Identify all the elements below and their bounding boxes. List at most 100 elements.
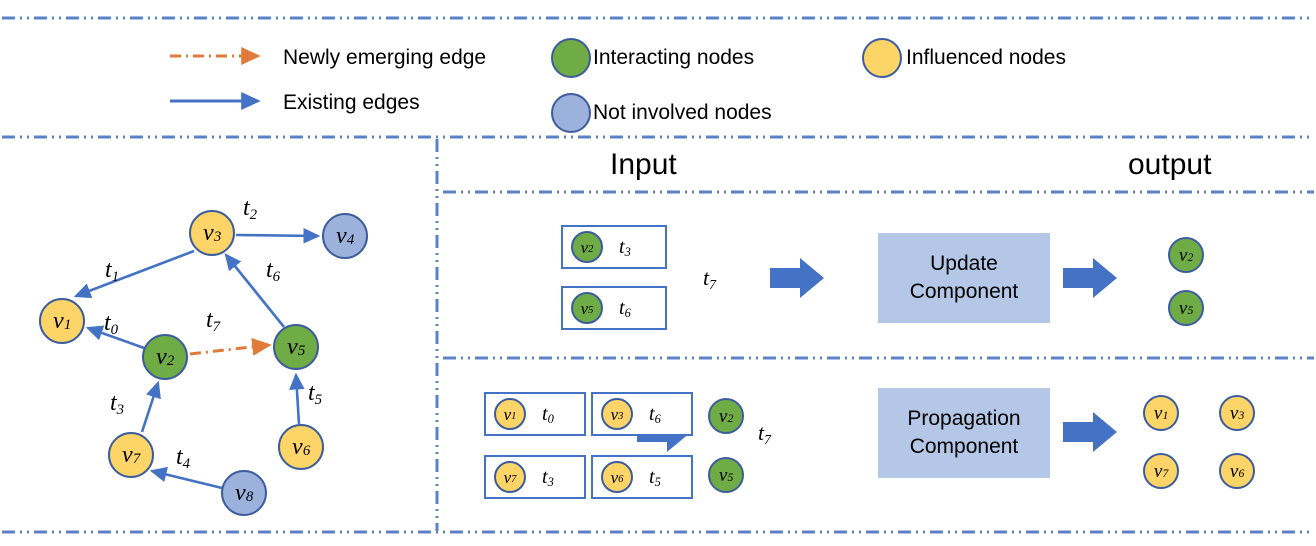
propagation-output-node-v7-base: v [1153,460,1163,482]
edge-label-t1-base: t [105,257,112,283]
edge-label-t3-base: t [110,390,117,416]
graph-node-v8-label: v [234,480,246,506]
propagation-component-box[interactable]: Propagation Component [878,388,1050,478]
update-output-node-v2-base: v [1178,244,1188,266]
update-component-box[interactable]: Update Component [878,233,1050,323]
panel-title-input: Input [610,148,677,181]
propagation-input-event-v3-node-sub: 3 [618,410,624,422]
update-current-time-sub: 7 [709,277,716,293]
update-component-line1: Update [930,251,998,275]
graph-node-v8-sub: 8 [245,488,254,505]
graph-node-v5-label: v [286,334,298,360]
graph-node-v3-sub: 3 [213,228,222,245]
propagation-input-event-v6-time: t5 [649,466,661,489]
propagation-input-event-v7-node-sub: 7 [511,473,517,485]
propagation-input-event-v1-node-base: v [503,404,512,424]
propagation-current-time-sub: 7 [764,432,771,448]
edge-label-t2: t2 [243,196,257,223]
update-input-event-v5-node-sub: 5 [588,304,594,316]
graph-node-v6-sub: 6 [302,442,311,459]
edge-v3-v1 [73,249,195,299]
update-input-event-v5-time-sub: 6 [624,306,631,321]
update-component-line2: Component [909,280,1019,303]
edge-v8-v7 [149,466,223,490]
graph-node-v3-label: v [202,220,214,246]
propagation-input-event-v1-time: t0 [542,403,554,426]
edge-label-t6: t6 [266,257,280,285]
edge-label-t7-sub: 7 [212,319,221,336]
propagation-output-node-v1-base: v [1153,402,1163,424]
edge-label-t4: t4 [176,444,190,472]
legend-label-influenced-nodes: Influenced nodes [906,46,1066,69]
propagation-component-line1: Propagation [907,406,1021,430]
edge-label-t0: t0 [104,310,118,338]
edge-label-t0-base: t [104,310,111,336]
propagation-input-event-v7-node-base: v [503,467,512,487]
legend-swatch-not-involved-nodes [551,93,591,133]
edge-v6-v5 [289,372,305,425]
propagation-context-node-v2-sub: 2 [727,412,734,426]
edge-label-t5-base: t [308,380,315,406]
propagation-input-event-v1-time-base: t [542,403,548,425]
propagation-output-node-v3-sub: 3 [1238,409,1245,423]
edge-label-t3-sub: 3 [116,402,125,419]
propagation-input-event-v1-node-sub: 1 [511,410,517,422]
graph-node-v6-label: v [291,434,303,460]
propagation-input-event-v7-time-sub: 3 [547,475,554,490]
edge-label-t5-sub: 5 [314,392,323,409]
legend-label-newly-emerging-edge: Newly emerging edge [283,46,487,69]
graph-node-v1-label: v [52,308,64,334]
edge-label-t1: t1 [105,257,119,285]
legend-label-not-involved-nodes: Not involved nodes [593,101,772,124]
graph-node-v7-label: v [121,442,133,468]
graph-node-v4-label: v [335,223,347,249]
update-output-node-v5-sub: 5 [1187,304,1194,318]
edge-v7-v2 [140,380,161,433]
update-input-event-v2-time-base: t [619,236,625,258]
update-input-event-v5-time: t6 [619,298,631,321]
edge-label-t6-base: t [266,257,273,283]
legend-swatch-interacting-nodes [551,38,591,78]
legend-label-interacting-nodes: Interacting nodes [593,46,755,69]
edge-v2-v5-new [189,337,272,356]
update-current-time-base: t [703,265,710,290]
propagation-input-event-v6-time-base: t [649,466,655,488]
propagation-input-event-v6-node-sub: 6 [618,473,624,485]
propagation-context-node-v2-base: v [718,405,728,427]
edge-v3-v4 [235,228,321,244]
edge-label-t5: t5 [308,380,323,409]
update-input-event-v2-time: t3 [619,236,631,259]
edge-label-t4-base: t [176,444,183,470]
update-output-node-v2-sub: 2 [1187,251,1194,265]
propagation-input-event-v3-node-base: v [610,404,619,424]
graph-node-v2-sub: 2 [166,352,175,369]
propagation-input-event-v7-time-base: t [542,466,548,488]
